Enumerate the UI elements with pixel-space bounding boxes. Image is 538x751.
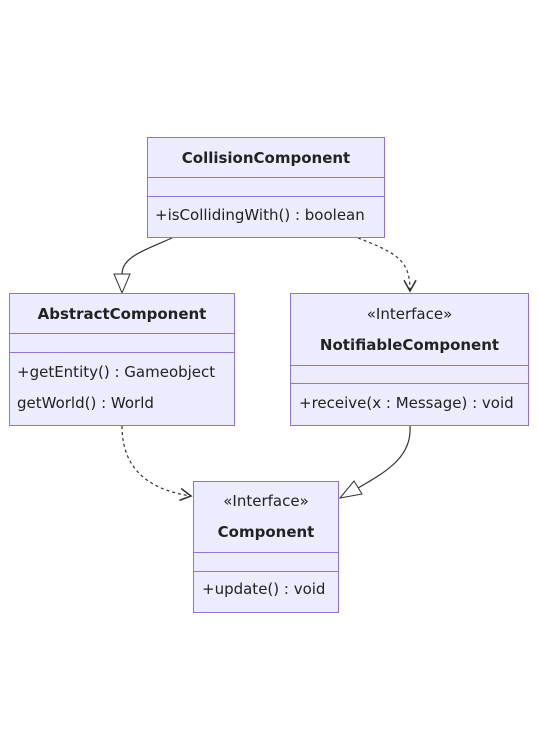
methods-section [194,571,338,572]
method: +getEntity() : Gameobject [17,363,216,381]
methods-section [148,196,384,197]
class-name: NotifiableComponent [319,336,500,354]
methods-section [10,352,234,353]
class-name: CollisionComponent [181,149,351,167]
methods-section [291,383,528,384]
attributes-section [148,177,384,178]
method: +receive(x : Message) : void [299,394,514,412]
stereotype-label: «Interface» [366,305,453,323]
stereotype-label: «Interface» [223,492,309,510]
method: +isCollidingWith() : boolean [155,206,365,224]
edge-abstract-to-component [121,425,193,502]
class-name: Component [217,523,315,541]
class-collision-component: CollisionComponent +isCollidingWith() : … [147,137,385,238]
attributes-section [291,365,528,366]
class-abstract-component: AbstractComponent +getEntity() : Gameobj… [9,293,235,426]
inheritance-arrowhead-component [338,480,363,499]
method: getWorld() : World [17,394,154,412]
attributes-section [194,552,338,553]
class-name: AbstractComponent [37,305,207,323]
class-component: «Interface» Component +update() : void [193,481,339,613]
edge-collision-to-abstract [121,237,173,275]
edge-notifiable-to-component [357,425,411,489]
class-notifiable-component: «Interface» NotifiableComponent +receive… [290,293,529,426]
method: +update() : void [202,580,326,598]
inheritance-arrowhead-abstract [113,273,131,295]
edge-collision-to-notifiable [357,237,417,293]
attributes-section [10,333,234,334]
